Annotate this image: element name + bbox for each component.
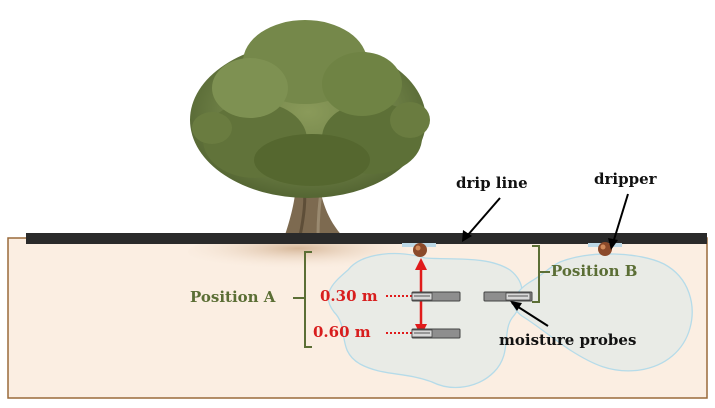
- depth-2-label: 0.60 m: [313, 325, 371, 340]
- dripper-label: dripper: [594, 172, 657, 187]
- drip-line-label: drip line: [456, 176, 528, 191]
- olive-tree-icon: [190, 20, 430, 238]
- moisture-probe-icon: [484, 292, 532, 301]
- moisture-probe-icon: [412, 329, 460, 338]
- position-a-label: Position A: [190, 290, 275, 305]
- moisture-probes-label: moisture probes: [499, 333, 636, 348]
- moisture-probe-icon: [412, 292, 460, 301]
- depth-1-label: 0.30 m: [320, 289, 378, 304]
- position-b-label: Position B: [551, 264, 637, 279]
